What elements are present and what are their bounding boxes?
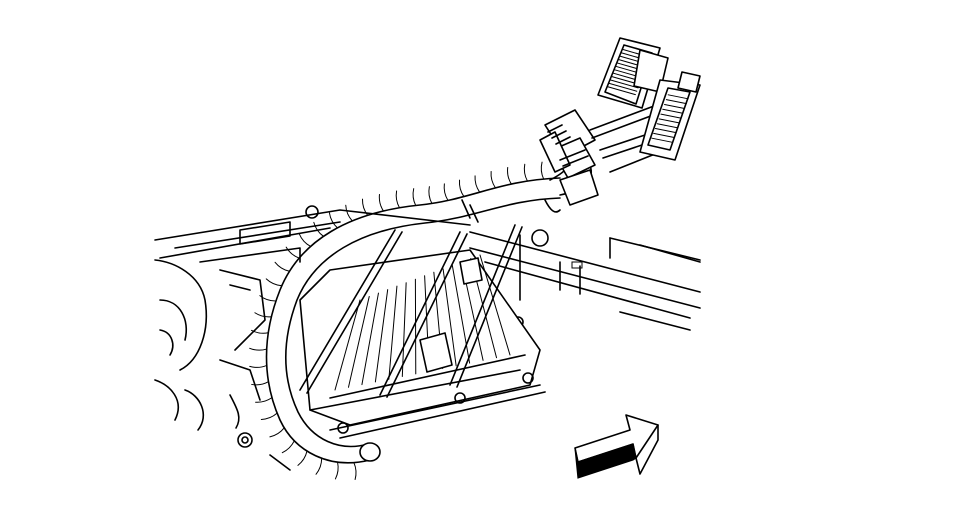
connector-ribs [651, 94, 689, 143]
engine-block [154, 205, 549, 471]
harness-ring [523, 163, 528, 182]
harness-ring [259, 295, 277, 302]
ecm-connector-lower [639, 71, 701, 161]
rib [667, 94, 689, 100]
rib [608, 82, 638, 92]
fin [374, 289, 389, 383]
harness-ring [250, 329, 269, 334]
harness-ring [313, 221, 324, 237]
harness-ring [254, 312, 272, 318]
fin [388, 285, 398, 380]
ecm-module [299, 249, 546, 439]
harness-ring [412, 188, 417, 206]
fin [442, 268, 457, 367]
rib [656, 123, 678, 129]
harness-ring [345, 204, 353, 222]
harness-ring [428, 186, 433, 204]
rib [664, 103, 686, 109]
harness-connector-cluster [539, 109, 599, 206]
harness-ring [395, 190, 400, 209]
harness-ring [315, 457, 323, 475]
harness-end-cap [359, 442, 381, 462]
harness-ring [353, 462, 357, 481]
harness-ring [458, 179, 465, 198]
harness-ring [443, 183, 449, 201]
harness-ring [378, 193, 384, 212]
harness-ring [334, 461, 339, 480]
harness-ring [362, 198, 369, 216]
support-rods [299, 224, 523, 398]
harness-ring [249, 347, 268, 351]
fin [401, 282, 407, 378]
rib [651, 137, 673, 143]
harness-ring [274, 261, 290, 272]
harness-ring [490, 170, 496, 189]
ecm-connector-upper [597, 37, 669, 109]
rib [658, 118, 680, 124]
harness-corrugation-rings [249, 161, 545, 481]
harness-ring [540, 161, 545, 180]
rib [654, 128, 676, 134]
fin [451, 264, 471, 364]
harness-ring [269, 427, 285, 438]
harness-ring [249, 364, 268, 368]
harness-ring [255, 397, 273, 403]
harness-ring [285, 246, 300, 259]
harness-ring [507, 166, 512, 185]
rib [606, 86, 636, 96]
wiring-harness [249, 149, 592, 481]
harness-ring [251, 381, 269, 386]
fin [479, 254, 511, 356]
fin [347, 296, 370, 388]
harness-ring [297, 450, 308, 466]
harness-ring [328, 212, 338, 229]
harness-ring [298, 233, 312, 247]
rib [665, 99, 687, 105]
harness-ring [281, 440, 295, 454]
direction-arrow [574, 414, 659, 479]
fin [334, 299, 361, 391]
harness-ring [265, 278, 283, 287]
rib [662, 108, 684, 114]
fin [361, 292, 379, 386]
rib [653, 132, 675, 138]
rib [660, 113, 682, 119]
harness-ring [260, 412, 278, 420]
harness-ring [474, 175, 481, 193]
